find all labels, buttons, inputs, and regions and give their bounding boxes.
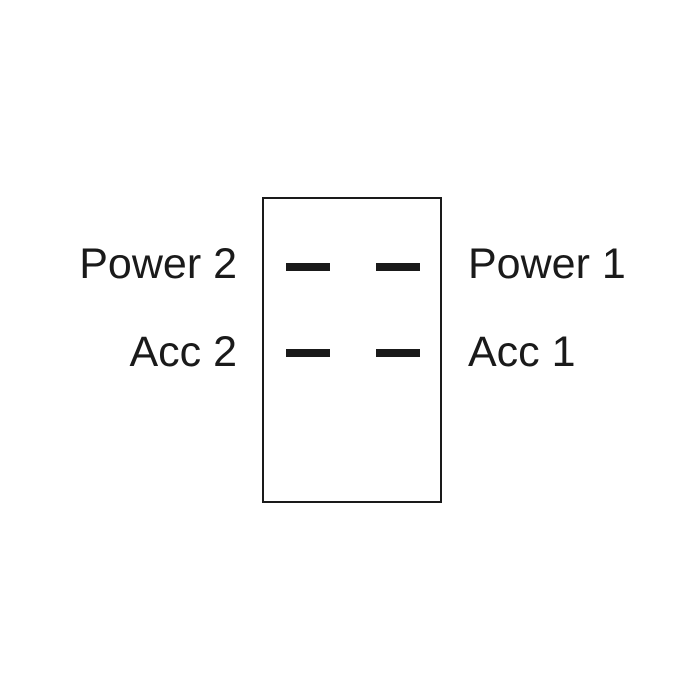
terminal-power-2 — [286, 263, 330, 271]
label-acc-1: Acc 1 — [468, 328, 576, 376]
label-power-1: Power 1 — [468, 240, 626, 288]
switch-body-outline — [262, 197, 442, 503]
label-acc-2: Acc 2 — [129, 328, 237, 376]
terminal-acc-2 — [286, 349, 330, 357]
label-power-2: Power 2 — [79, 240, 237, 288]
terminal-acc-1 — [376, 349, 420, 357]
terminal-power-1 — [376, 263, 420, 271]
